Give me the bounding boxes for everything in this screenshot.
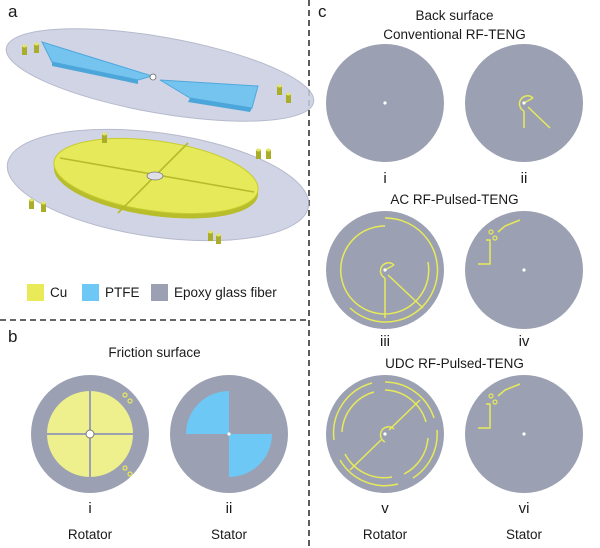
bottom-disc-pins [29, 132, 271, 244]
legend-label-ptfe: PTFE [105, 285, 140, 300]
ptfe-swatch [82, 284, 99, 301]
group-title-ac: AC RF-Pulsed-TENG [390, 192, 519, 207]
friction-surface-title: Friction surface [108, 345, 201, 360]
legend-item-cu: Cu [27, 284, 67, 301]
back-disc-ii [465, 44, 583, 162]
panel-c-letter: c [318, 2, 327, 21]
legend-label-epoxy: Epoxy glass fiber [174, 285, 277, 300]
panel-b-letter: b [8, 327, 18, 346]
back-disc-vi [465, 375, 583, 493]
back-caption-rotator: Rotator [362, 527, 408, 542]
friction-label-ii: ii [225, 500, 233, 517]
exploded-view-illustration [5, 28, 315, 244]
group-title-udc: UDC RF-Pulsed-TENG [385, 356, 524, 371]
back-label-vi: vi [518, 500, 530, 517]
back-disc-v [326, 375, 444, 493]
ptfe-sector-left-edge [52, 62, 138, 84]
friction-rotator-disc [31, 375, 149, 493]
friction-label-i: i [88, 500, 92, 517]
top-disc-center-hole [149, 73, 157, 81]
back-label-iii: iii [380, 333, 390, 350]
back-disc-i [326, 44, 444, 162]
back-surface-title: Back surface [415, 8, 494, 23]
back-caption-stator: Stator [505, 527, 543, 542]
top-disc-pins [22, 42, 291, 103]
top-disc [5, 28, 315, 122]
cu-swatch [27, 284, 44, 301]
bottom-center-hub [146, 171, 164, 181]
friction-caption-stator: Stator [210, 527, 248, 542]
friction-stator-disc [170, 375, 288, 493]
legend-item-epoxy: Epoxy glass fiber [151, 284, 277, 301]
legend-label-cu: Cu [50, 285, 68, 300]
group-title-conventional: Conventional RF-TENG [383, 27, 526, 42]
ptfe-sector-right-edge [188, 98, 252, 112]
friction-caption-rotator: Rotator [67, 527, 113, 542]
back-disc-iii [326, 211, 444, 329]
epoxy-swatch [151, 284, 168, 301]
back-disc-iv [465, 211, 583, 329]
back-label-i: i [383, 170, 387, 187]
back-label-ii: ii [520, 170, 528, 187]
legend-item-ptfe: PTFE [82, 284, 140, 301]
back-label-iv: iv [518, 333, 530, 350]
back-label-v: v [381, 500, 389, 517]
panel-a-letter: a [8, 2, 18, 21]
